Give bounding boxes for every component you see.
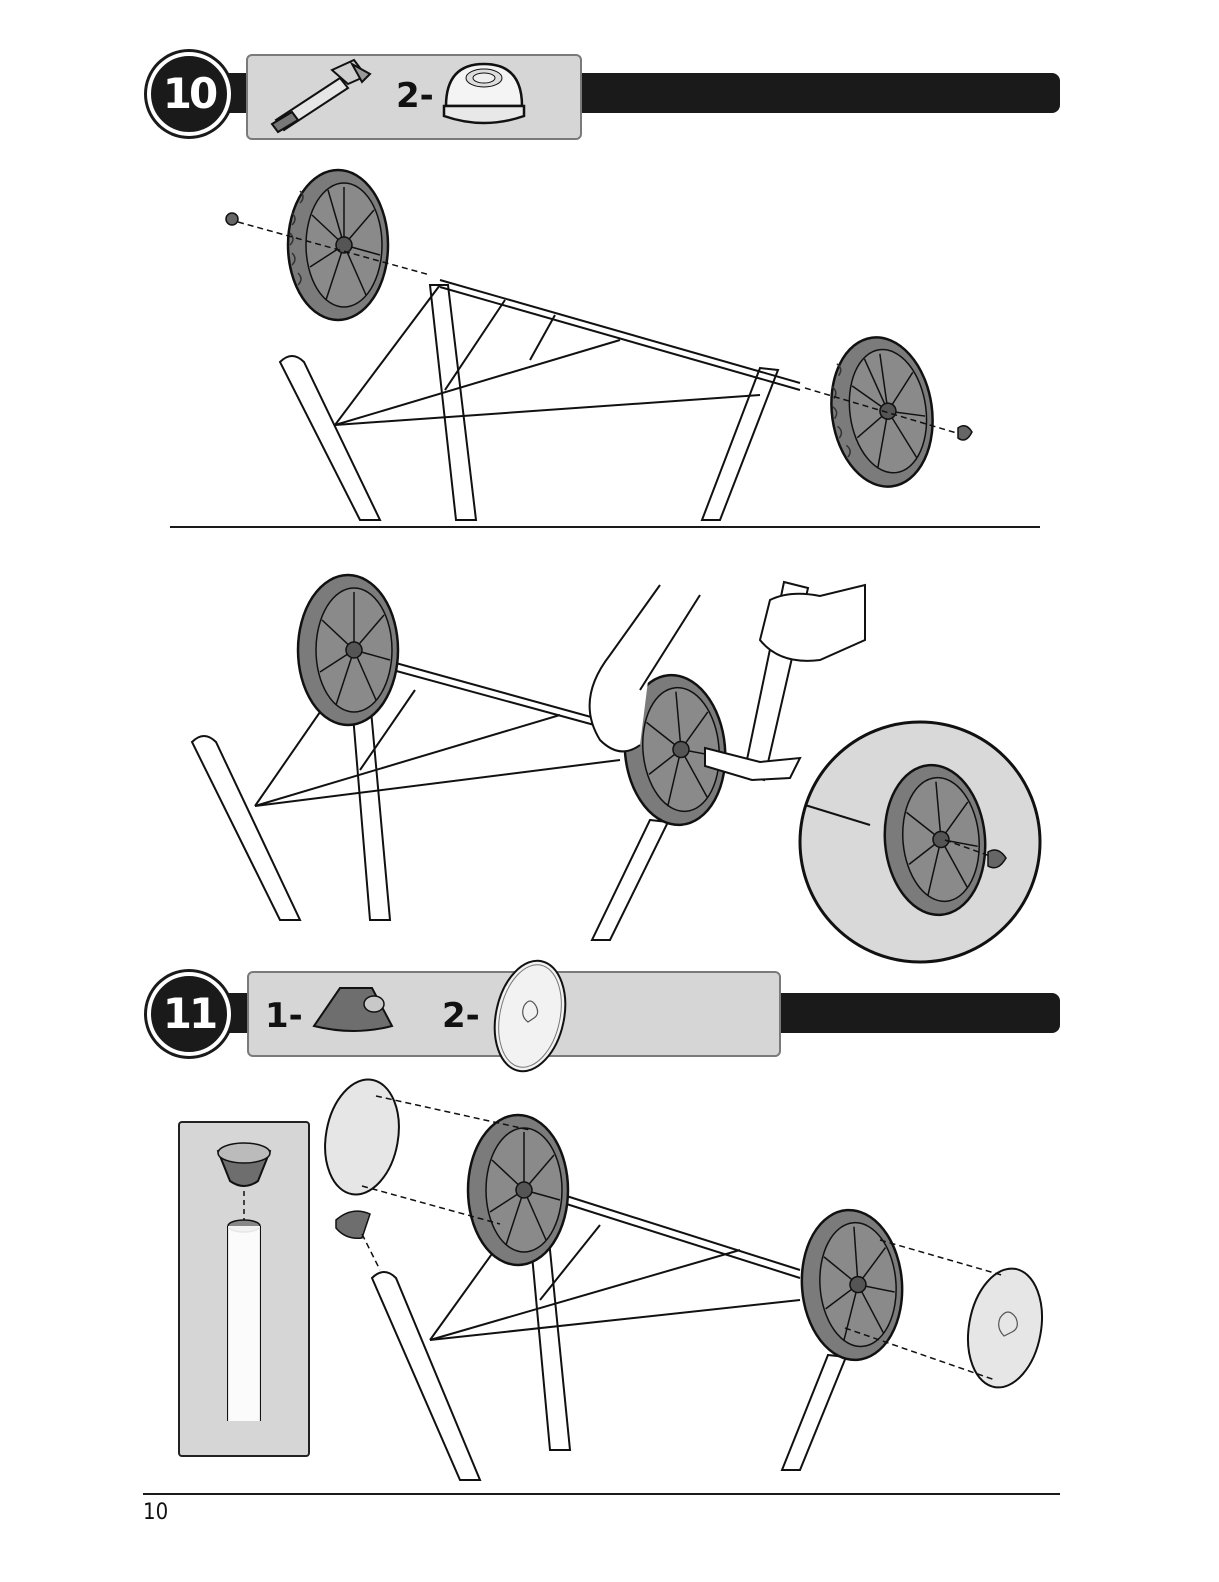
page-number: 10 [143, 1500, 168, 1525]
footer-rule [143, 1493, 1060, 1495]
step-11-wheel-cover-diagram [0, 0, 1219, 1490]
